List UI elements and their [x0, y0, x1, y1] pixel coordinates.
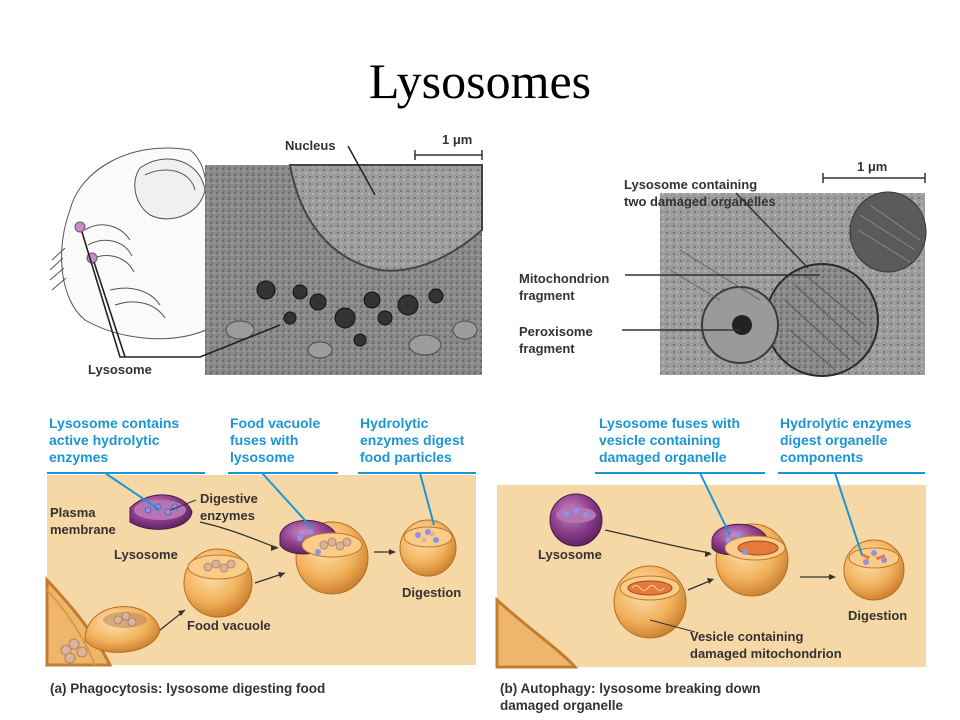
- digestion-label-a: Digestion: [402, 585, 462, 600]
- panel-b-art: [495, 485, 926, 669]
- slide-title: Lysosomes: [368, 53, 592, 109]
- panel-b-callout-lines: [595, 472, 925, 556]
- peroxisome-fragment-label: Peroxisome fragment: [519, 324, 593, 356]
- em-micrograph-right: [660, 191, 927, 377]
- lysosome-label-a: Lysosome: [114, 547, 178, 562]
- lysosome-two-label: Lysosome containing two damaged organell…: [624, 177, 776, 209]
- lysosome-label-b: Lysosome: [538, 547, 602, 562]
- lysosome-two-pointer: [735, 192, 809, 269]
- panel-a-callout-lines: [47, 472, 476, 529]
- lysosome-pointer-a: [81, 231, 281, 358]
- digestion-label-b: Digestion: [848, 608, 908, 623]
- digestive-pointer: [169, 499, 197, 511]
- caption-a: (a) Phagocytosis: lysosome digesting foo…: [50, 681, 326, 696]
- food-vacuole-label: Food vacuole: [187, 618, 271, 633]
- lysosome-pointer-b: [93, 261, 126, 358]
- panel-a-art: [45, 475, 476, 667]
- lysosome-dot-1: [74, 221, 86, 233]
- scale-label-right: 1 μm: [857, 159, 888, 174]
- mitochondrion-fragment-label: Mitochondrion fragment: [519, 271, 610, 303]
- nucleus-pointer: [347, 145, 376, 196]
- cell-sketch: [49, 147, 208, 340]
- scale-label-left: 1 μm: [442, 132, 473, 147]
- lysosome-label-top: Lysosome: [88, 362, 152, 377]
- nucleus-label: Nucleus: [285, 138, 336, 153]
- em-micrograph-left: [205, 164, 483, 375]
